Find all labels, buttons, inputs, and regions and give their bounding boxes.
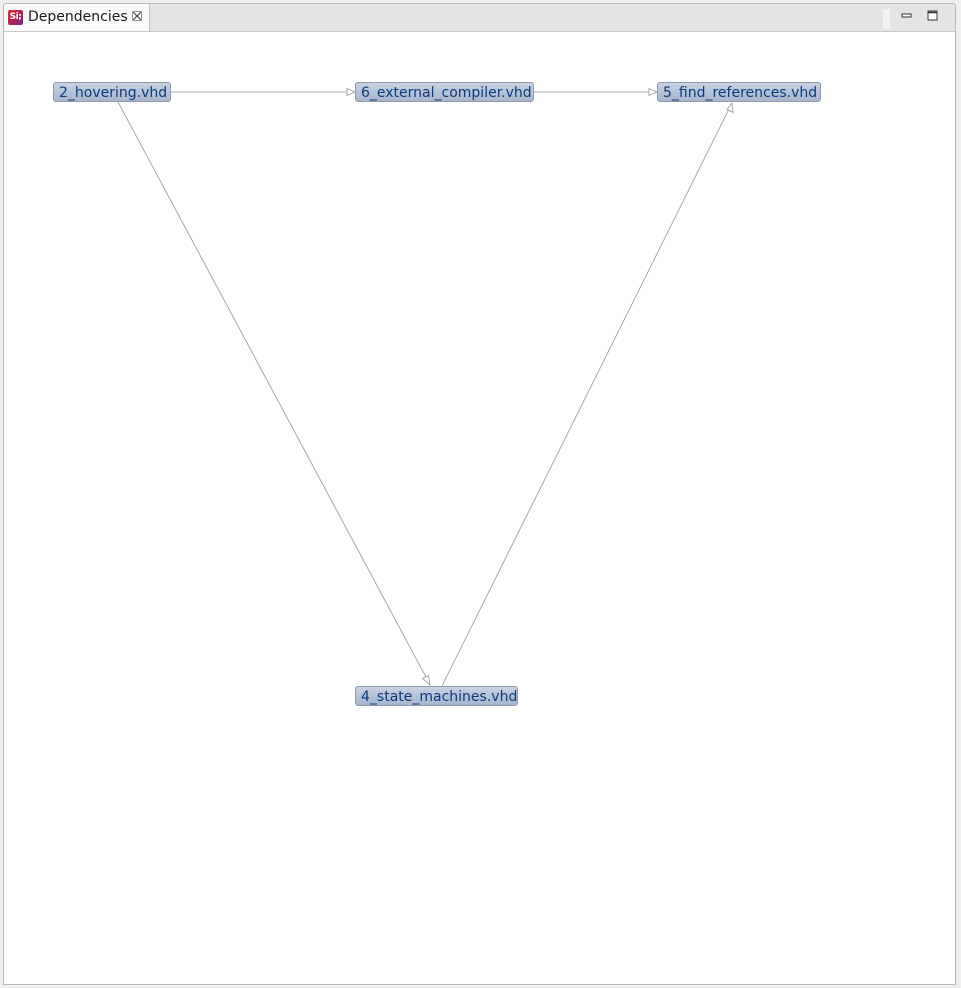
edge-state-machines-to-find-references: [441, 108, 730, 687]
toolbar-separator: [883, 9, 890, 29]
graph-node-state-machines[interactable]: 4_state_machines.vhd: [355, 686, 518, 706]
graph-node-find-references[interactable]: 5_find_references.vhd: [657, 82, 821, 102]
arrowhead-icon: [346, 87, 357, 97]
close-icon[interactable]: [131, 10, 143, 22]
arrowhead-icon: [421, 674, 431, 687]
graph-node-hovering[interactable]: 2_hovering.vhd: [53, 82, 171, 102]
tab-dependencies[interactable]: Si; Dependencies: [4, 4, 150, 31]
view-tab-bar: Si; Dependencies: [4, 4, 955, 32]
edge-hovering-to-state-machines: [117, 101, 428, 680]
dependency-graph-canvas[interactable]: 2_hovering.vhd 6_external_compiler.vhd 5…: [4, 32, 955, 984]
arrowhead-icon: [726, 101, 734, 114]
arrowhead-icon: [648, 87, 659, 97]
maximize-icon[interactable]: [927, 10, 939, 22]
dependencies-view: Si; Dependencies: [3, 3, 956, 985]
tab-title: Dependencies: [28, 9, 128, 25]
graph-node-external-compiler[interactable]: 6_external_compiler.vhd: [355, 82, 534, 102]
sigasi-logo-icon: Si;: [8, 10, 23, 25]
graph-edges: [117, 87, 734, 687]
minimize-icon[interactable]: [901, 10, 913, 22]
